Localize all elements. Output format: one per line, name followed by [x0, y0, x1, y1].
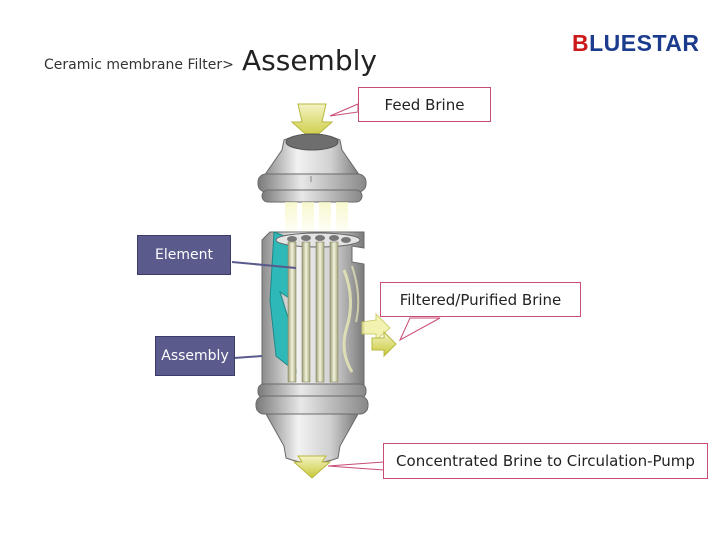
- logo-rest: LUESTAR: [589, 30, 700, 56]
- feed-brine-callout: Feed Brine: [358, 87, 491, 122]
- bottom-cap: [255, 383, 369, 464]
- label-pointers: [231, 261, 297, 359]
- filtered-brine-callout: Filtered/Purified Brine: [380, 282, 581, 317]
- assembly-label: Assembly: [155, 336, 235, 376]
- concentrated-brine-callout: Concentrated Brine to Circulation-Pump: [383, 443, 708, 479]
- concentrate-arrow: [292, 455, 332, 479]
- title-prefix: Ceramic membrane Filter>: [44, 57, 234, 73]
- housing-body: [261, 231, 365, 391]
- element-label: Element: [137, 235, 231, 275]
- bluestar-logo: BLUESTAR: [572, 30, 700, 57]
- filtered-outlet-arrows: [361, 312, 397, 358]
- page-title: Assembly: [242, 44, 377, 77]
- top-cap: [257, 133, 367, 203]
- feed-arrow: [290, 103, 334, 141]
- callout-pointers: [327, 103, 441, 471]
- flow-glow: [285, 202, 348, 238]
- logo-first-letter: B: [572, 30, 590, 56]
